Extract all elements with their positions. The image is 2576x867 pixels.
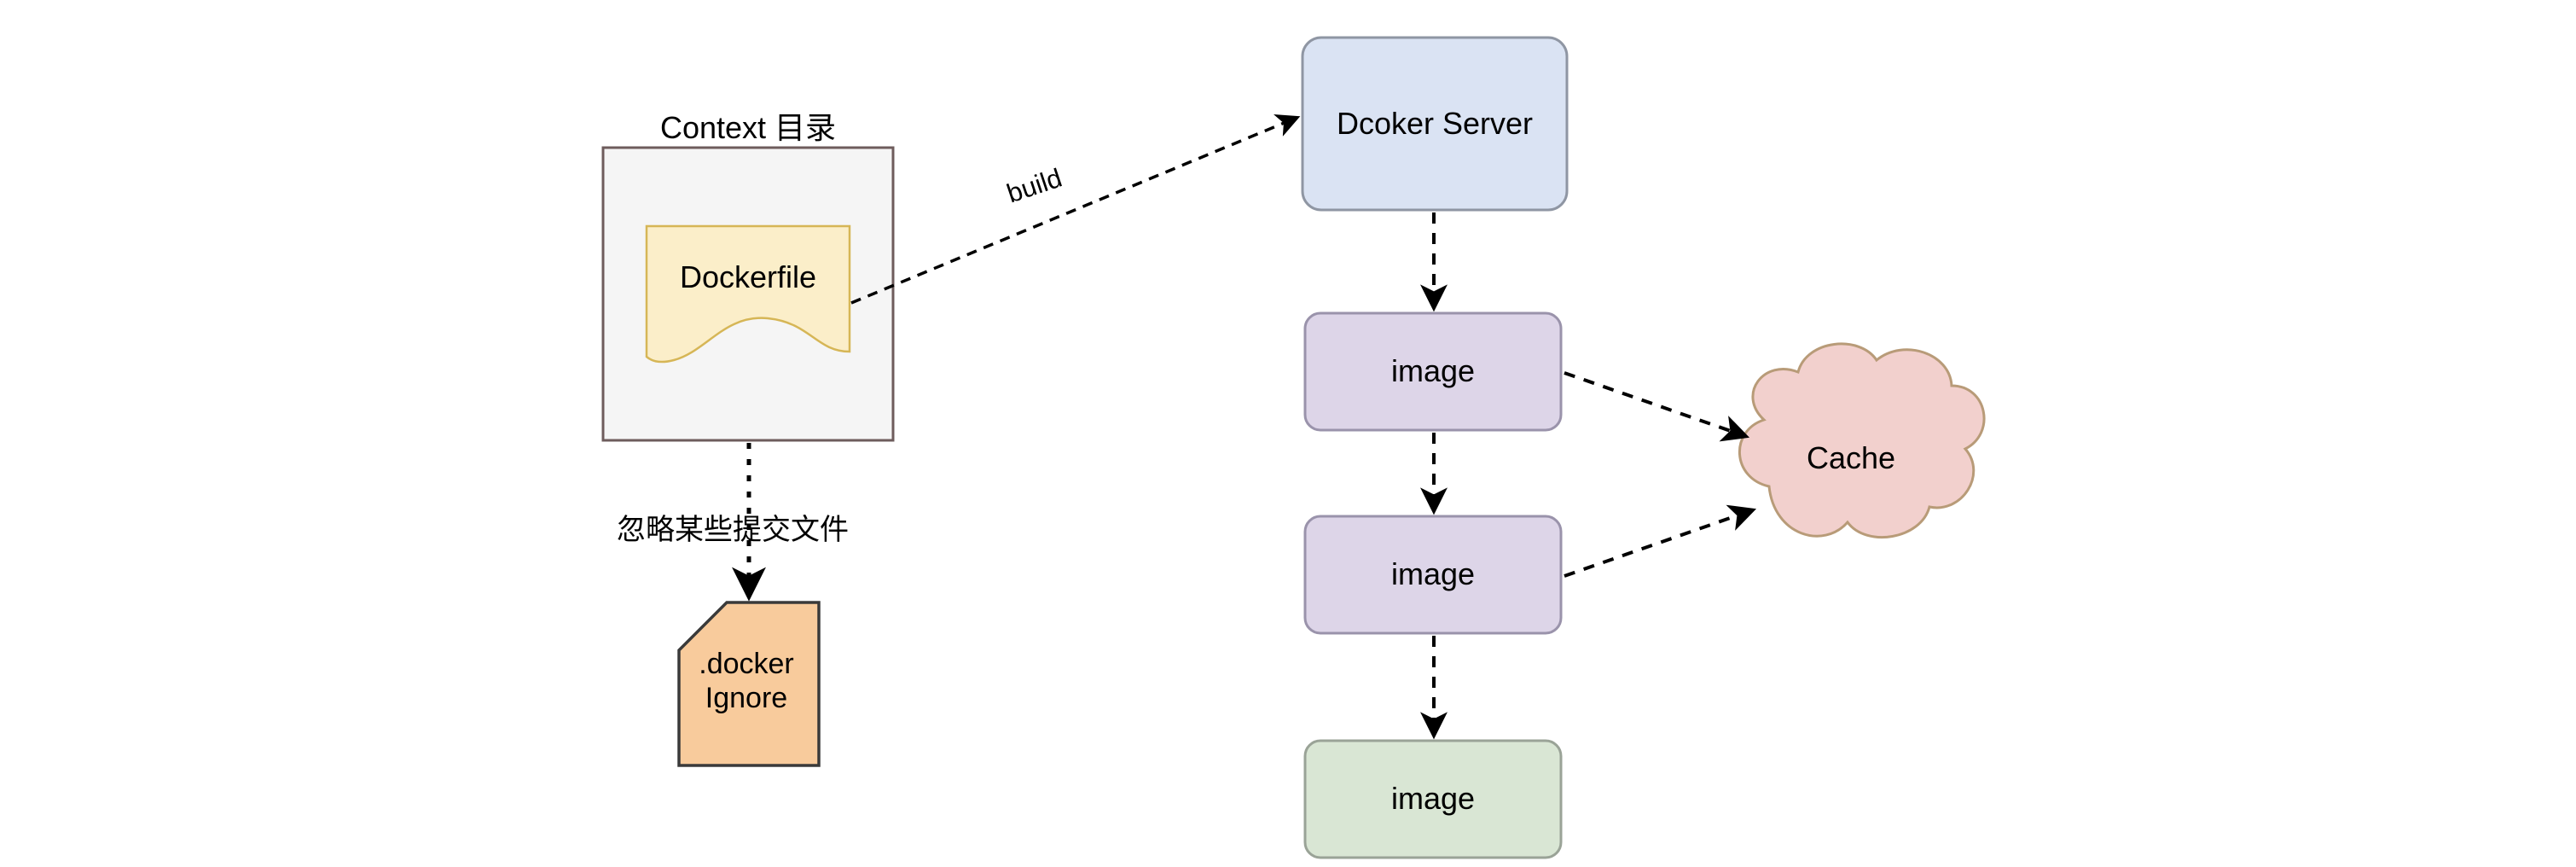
image-layer-3-shape[interactable] — [1303, 739, 1563, 859]
edge-image1-to-cache-line[interactable] — [1564, 371, 1750, 442]
dockerfile-document-shape[interactable] — [645, 224, 851, 364]
edge-build-line[interactable] — [850, 114, 1301, 305]
cache-cloud-shape[interactable] — [1738, 342, 1986, 539]
edge-ignore-label: 忽略某些提交文件 — [617, 514, 849, 546]
edge-image2-to-cache-line[interactable] — [1564, 504, 1757, 578]
image-layer-2-shape[interactable] — [1303, 515, 1563, 635]
image-layer-1-shape[interactable] — [1303, 311, 1563, 432]
docker-server-shape[interactable] — [1301, 36, 1569, 212]
dockerignore-document-shape[interactable] — [677, 601, 821, 767]
